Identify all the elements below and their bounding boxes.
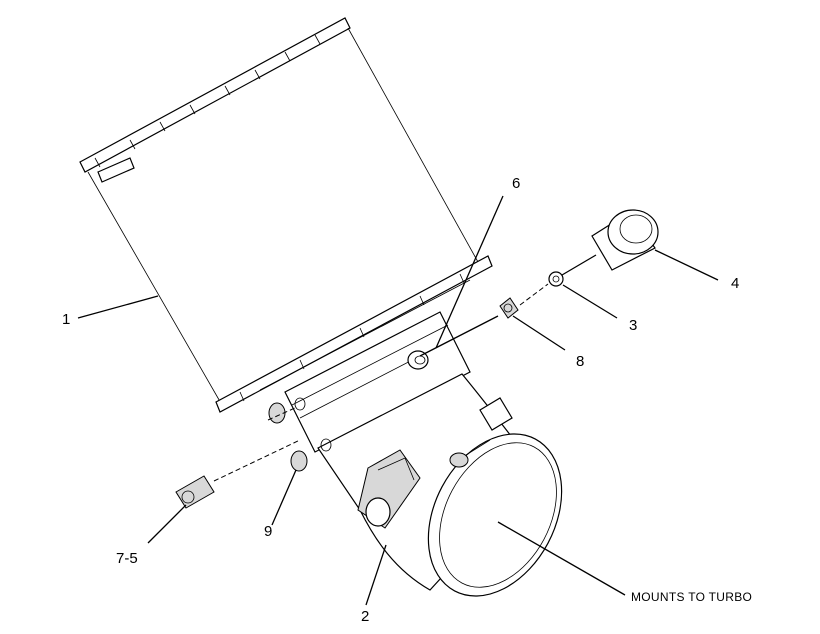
- mounts-to-turbo-note: MOUNTS TO TURBO: [631, 590, 752, 604]
- service-indicator: [591, 209, 659, 271]
- assembly-centerlines: [213, 254, 597, 482]
- callout-4: 4: [731, 275, 739, 292]
- air-filter-element: [79, 17, 493, 413]
- callout-7-5: 7-5: [116, 550, 138, 567]
- adapter-fitting: [499, 297, 519, 319]
- leader-lines: [77, 195, 719, 606]
- sensor-fitting: [175, 475, 215, 509]
- callout-6: 6: [512, 175, 520, 192]
- washer: [548, 271, 564, 287]
- callout-1: 1: [62, 311, 70, 328]
- elbow-housing: [268, 311, 563, 597]
- callout-8: 8: [576, 353, 584, 370]
- callout-9: 9: [264, 523, 272, 540]
- callout-3: 3: [629, 317, 637, 334]
- callout-2: 2: [361, 608, 369, 625]
